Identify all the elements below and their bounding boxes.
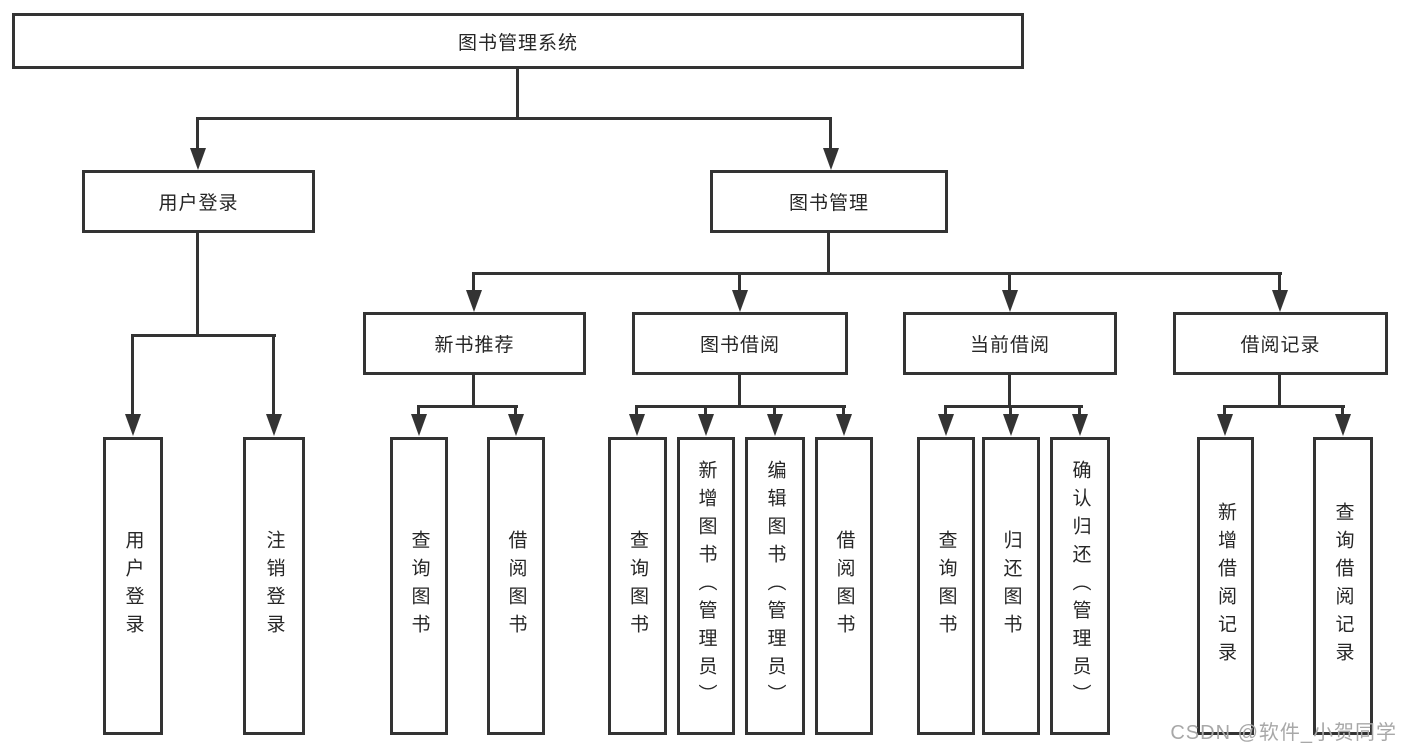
arrow-down-icon xyxy=(1272,290,1288,312)
connector-line xyxy=(944,405,1083,408)
leaf-confirm-return-admin: 确认归还（管理员） xyxy=(1050,437,1110,735)
node-system: 图书管理系统 xyxy=(12,13,1024,69)
arrow-down-icon xyxy=(266,414,282,436)
csdn-watermark: CSDN @软件_小贺同学 xyxy=(1170,722,1397,744)
arrow-down-icon xyxy=(698,414,714,436)
arrow-down-icon xyxy=(508,414,524,436)
leaf-query-books-current: 查询图书 xyxy=(917,437,975,735)
connector-line xyxy=(417,405,420,417)
leaf-query-books-recommend: 查询图书 xyxy=(390,437,448,735)
connector-line xyxy=(829,117,832,151)
node-system-label: 图书管理系统 xyxy=(457,32,578,54)
connector-line xyxy=(1008,375,1011,407)
leaf-edit-books-admin: 编辑图书（管理员） xyxy=(745,437,805,735)
connector-line xyxy=(272,334,275,418)
connector-line xyxy=(842,405,845,417)
leaf-edit-books-admin-label: 编辑图书（管理员） xyxy=(764,460,786,712)
connector-line xyxy=(472,272,1282,275)
connector-line xyxy=(1278,272,1281,292)
connector-line xyxy=(635,405,638,417)
connector-line xyxy=(738,272,741,292)
node-user-login: 用户登录 xyxy=(82,170,315,233)
node-current-borrow-label: 当前借阅 xyxy=(969,335,1050,356)
connector-line xyxy=(944,405,947,417)
leaf-add-books-admin-label: 新增图书（管理员） xyxy=(695,460,717,712)
arrow-down-icon xyxy=(190,148,206,170)
leaf-query-books-borrow-label: 查询图书 xyxy=(627,530,648,642)
node-book-management: 图书管理 xyxy=(710,170,948,233)
leaf-confirm-return-admin-label: 确认归还（管理员） xyxy=(1069,460,1091,712)
connector-line xyxy=(514,405,517,417)
leaf-add-borrow-record: 新增借阅记录 xyxy=(1197,437,1254,735)
node-book-borrow: 图书借阅 xyxy=(632,312,848,375)
arrow-down-icon xyxy=(938,414,954,436)
connector-line xyxy=(196,233,199,337)
arrow-down-icon xyxy=(732,290,748,312)
leaf-logout-label: 注销登录 xyxy=(263,530,285,642)
node-borrow-records: 借阅记录 xyxy=(1173,312,1388,375)
arrow-down-icon xyxy=(1002,290,1018,312)
leaf-return-books: 归还图书 xyxy=(982,437,1040,735)
leaf-borrow-books-recommend: 借阅图书 xyxy=(487,437,545,735)
arrow-down-icon xyxy=(1217,414,1233,436)
connector-line xyxy=(1078,405,1081,417)
connector-line xyxy=(635,405,846,408)
connector-line xyxy=(472,272,475,292)
connector-line xyxy=(417,405,518,408)
connector-line xyxy=(196,117,832,120)
connector-line xyxy=(516,69,519,119)
arrow-down-icon xyxy=(125,414,141,436)
arrow-down-icon xyxy=(629,414,645,436)
arrow-down-icon xyxy=(1072,414,1088,436)
node-borrow-records-label: 借阅记录 xyxy=(1240,335,1321,356)
leaf-return-books-label: 归还图书 xyxy=(1000,530,1022,642)
arrow-down-icon xyxy=(836,414,852,436)
connector-line xyxy=(827,233,830,275)
connector-line xyxy=(1341,405,1344,417)
leaf-logout: 注销登录 xyxy=(243,437,305,735)
leaf-query-borrow-record: 查询借阅记录 xyxy=(1313,437,1373,735)
leaf-user-login: 用户登录 xyxy=(103,437,163,735)
connector-line xyxy=(1223,405,1345,408)
connector-line xyxy=(1009,405,1012,417)
arrow-down-icon xyxy=(466,290,482,312)
leaf-user-login-label: 用户登录 xyxy=(122,530,144,642)
node-book-management-label: 图书管理 xyxy=(788,193,869,214)
leaf-add-books-admin: 新增图书（管理员） xyxy=(677,437,735,735)
node-new-book-recommend-label: 新书推荐 xyxy=(434,335,515,356)
connector-line xyxy=(472,375,475,407)
connector-line xyxy=(1008,272,1011,292)
connector-line xyxy=(704,405,707,417)
connector-line xyxy=(773,405,776,417)
leaf-borrow-books-recommend-label: 借阅图书 xyxy=(505,530,527,642)
arrow-down-icon xyxy=(411,414,427,436)
arrow-down-icon xyxy=(823,148,839,170)
leaf-query-books-borrow: 查询图书 xyxy=(608,437,667,735)
node-user-login-label: 用户登录 xyxy=(158,193,239,214)
arrow-down-icon xyxy=(1335,414,1351,436)
leaf-query-books-recommend-label: 查询图书 xyxy=(408,530,430,642)
leaf-borrow-books: 借阅图书 xyxy=(815,437,873,735)
leaf-add-borrow-record-label: 新增借阅记录 xyxy=(1215,502,1236,670)
node-new-book-recommend: 新书推荐 xyxy=(363,312,586,375)
connector-line xyxy=(131,334,276,337)
arrow-down-icon xyxy=(1003,414,1019,436)
connector-line xyxy=(738,375,741,407)
connector-line xyxy=(1223,405,1226,417)
leaf-query-books-current-label: 查询图书 xyxy=(935,530,957,642)
connector-line xyxy=(131,334,134,418)
leaf-borrow-books-label: 借阅图书 xyxy=(833,530,855,642)
arrow-down-icon xyxy=(767,414,783,436)
leaf-query-borrow-record-label: 查询借阅记录 xyxy=(1332,502,1354,670)
node-book-borrow-label: 图书借阅 xyxy=(699,335,780,356)
connector-line xyxy=(1278,375,1281,407)
connector-line xyxy=(196,117,199,151)
node-current-borrow: 当前借阅 xyxy=(903,312,1117,375)
